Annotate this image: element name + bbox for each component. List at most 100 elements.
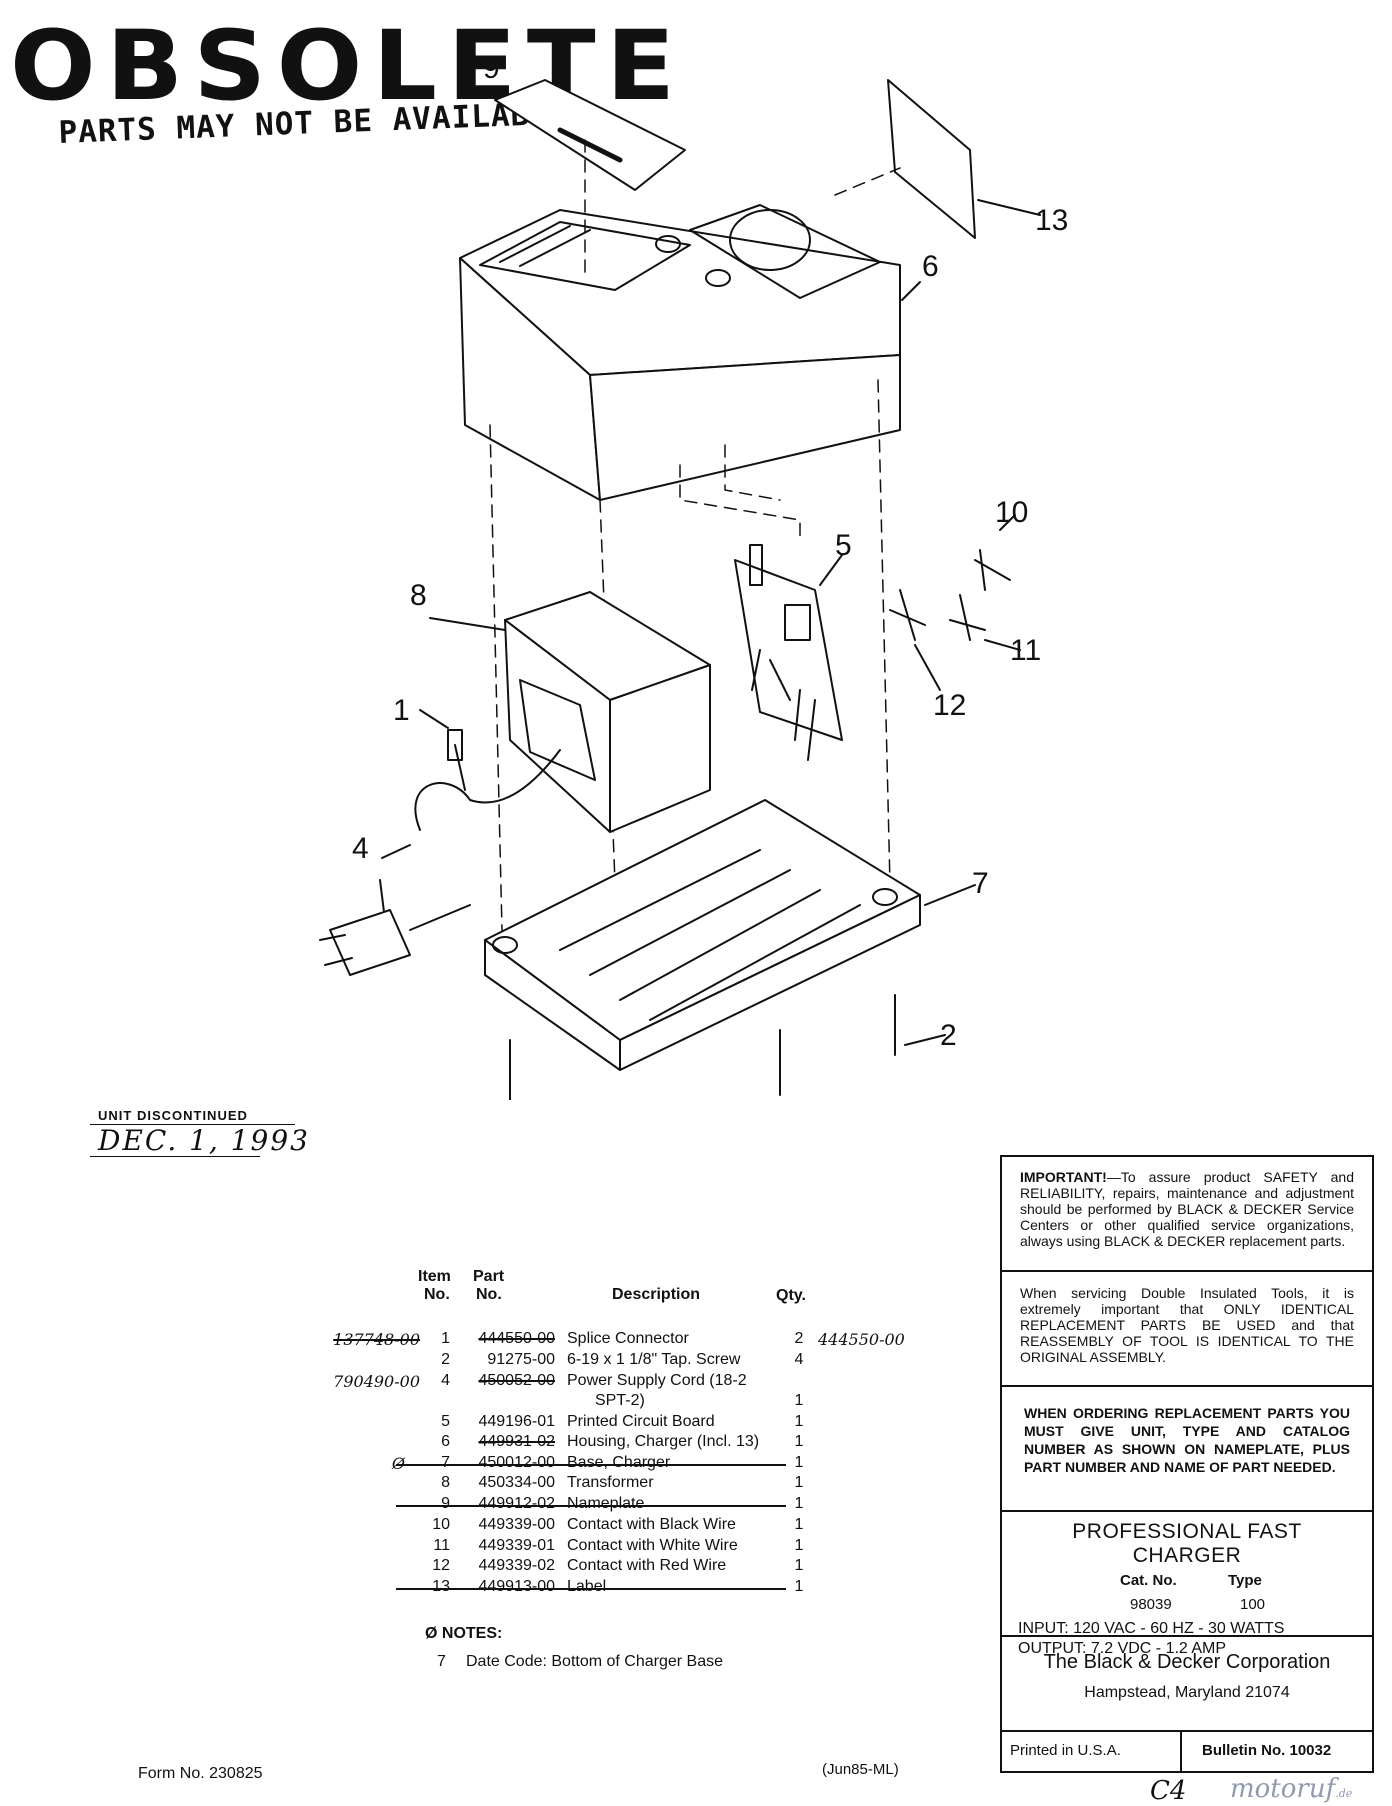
item-no: 10 — [432, 1516, 450, 1533]
qty: 1 — [794, 1516, 804, 1533]
description: Contact with Red Wire — [567, 1557, 727, 1574]
footer-divider — [1180, 1732, 1182, 1771]
transformer-part — [429, 591, 711, 833]
type-value: 100 — [1240, 1596, 1266, 1613]
important-lead: IMPORTANT! — [1020, 1169, 1107, 1185]
cat-no-value: 98039 — [1130, 1596, 1172, 1613]
part-no: 450052-00 — [478, 1372, 555, 1389]
qty: 1 — [794, 1392, 804, 1409]
item-no: 5 — [441, 1413, 450, 1430]
qty: 1 — [794, 1433, 804, 1450]
notes-text: Date Code: Bottom of Charger Base — [466, 1653, 724, 1670]
table-row: SPT-2) 1 — [270, 1392, 950, 1412]
callout-13: 13 — [1035, 204, 1068, 237]
qty: 1 — [794, 1578, 804, 1595]
important-notice: IMPORTANT!—To assure product SAFETY and … — [1002, 1157, 1372, 1272]
housing-part — [459, 204, 921, 501]
description: Printed Circuit Board — [567, 1413, 715, 1430]
table-row: 2 91275-00 6-19 x 1 1/8" Tap. Screw 4 — [270, 1351, 950, 1371]
part-no: 449913-00 — [478, 1578, 555, 1595]
form-number: Form No. 230825 — [138, 1765, 263, 1782]
company-name: The Black & Decker Corporation — [1043, 1651, 1331, 1673]
callout-2: 2 — [940, 1019, 957, 1052]
callout-8: 8 — [410, 579, 427, 612]
obsolete-marker: Ø — [391, 1454, 405, 1473]
table-row: 790490-00 4 450052-00 Power Supply Cord … — [270, 1372, 950, 1392]
ordering-text: WHEN ORDERING REPLACEMENT PARTS YOU MUST… — [1024, 1405, 1350, 1475]
handwritten-mark: C4 — [1150, 1776, 1187, 1806]
description: Contact with White Wire — [567, 1537, 738, 1554]
label-part — [887, 79, 1041, 239]
header-item: Item — [418, 1268, 451, 1285]
base-part — [484, 799, 976, 1071]
discontinued-date: DEC. 1, 1993 — [98, 1124, 310, 1157]
part-no: 449339-01 — [478, 1537, 555, 1554]
callout-4: 4 — [352, 832, 369, 865]
table-row: 137748-00 1 444550-00 Splice Connector 2… — [270, 1330, 950, 1350]
item-no: 1 — [441, 1330, 450, 1347]
callout-1: 1 — [393, 694, 410, 727]
handwritten-part-no: 137748-00 — [333, 1330, 420, 1349]
item-no: 12 — [432, 1557, 450, 1574]
item-no: 9 — [441, 1495, 450, 1512]
table-row: 11 449339-01 Contact with White Wire 1 — [270, 1537, 950, 1557]
callout-12: 12 — [933, 689, 966, 722]
header-description: Description — [612, 1286, 701, 1303]
description: 6-19 x 1 1/8" Tap. Screw — [567, 1351, 741, 1368]
important-text: —To assure product SAFETY and RELIABILIT… — [1020, 1169, 1354, 1249]
description: Base, Charger — [567, 1454, 671, 1471]
header-qty: Qty. — [776, 1287, 806, 1304]
qty: 1 — [794, 1413, 804, 1430]
item-no: 13 — [432, 1578, 450, 1595]
company-info: The Black & Decker Corporation Hampstead… — [1002, 1637, 1372, 1732]
discontinued-date-underline — [90, 1156, 260, 1157]
description: Transformer — [567, 1474, 654, 1491]
cat-no-label: Cat. No. — [1120, 1572, 1177, 1589]
type-label: Type — [1228, 1572, 1262, 1589]
product-title: PROFESSIONAL FAST CHARGER — [1072, 1520, 1302, 1567]
table-row: 9 449912-02 Nameplate 1 — [270, 1495, 950, 1515]
handwritten-replacement: 444550-00 — [818, 1330, 905, 1349]
header-item-no: No. — [424, 1286, 450, 1303]
header-part-no: No. — [476, 1286, 502, 1303]
unit-discontinued-label: UNIT DISCONTINUED — [98, 1108, 248, 1123]
description: Label — [567, 1578, 607, 1595]
table-row: 13 449913-00 Label 1 — [270, 1578, 950, 1598]
item-no: 11 — [433, 1537, 450, 1554]
header-part: Part — [473, 1268, 505, 1285]
part-no: 91275-00 — [487, 1351, 555, 1368]
notes-title: Ø NOTES: — [425, 1625, 503, 1642]
part-no: 450334-00 — [478, 1474, 555, 1491]
qty: 1 — [794, 1537, 804, 1554]
watermark-tld: .de — [1335, 1787, 1353, 1800]
part-no: 449912-02 — [478, 1495, 555, 1512]
handwritten-part-no: 790490-00 — [333, 1372, 420, 1391]
description-continued: SPT-2) — [595, 1392, 645, 1409]
date-code: (Jun85-ML) — [822, 1761, 899, 1778]
callout-9: 9 — [483, 52, 500, 85]
callout-5: 5 — [835, 529, 852, 562]
item-no: 6 — [441, 1433, 450, 1450]
description: Splice Connector — [567, 1330, 689, 1347]
watermark: motoruf.de — [1230, 1774, 1352, 1804]
screw-parts — [509, 994, 946, 1100]
description: Nameplate — [567, 1495, 645, 1512]
qty: 1 — [794, 1474, 804, 1491]
table-row: Ø 7 450012-00 Base, Charger 1 — [270, 1454, 950, 1474]
printed-in: Printed in U.S.A. — [1010, 1742, 1121, 1759]
input-rating: INPUT: 120 VAC - 60 HZ - 30 WATTS — [1018, 1620, 1285, 1637]
qty: 2 — [794, 1330, 804, 1347]
description: Power Supply Cord (18-2 — [567, 1372, 747, 1389]
part-no: 444550-00 — [478, 1330, 555, 1347]
discontinued-underline — [90, 1124, 295, 1125]
info-box: IMPORTANT!—To assure product SAFETY and … — [1000, 1155, 1374, 1773]
notes-item-no: 7 — [437, 1653, 446, 1670]
part-no: 450012-00 — [478, 1454, 555, 1471]
product-info: PROFESSIONAL FAST CHARGER Cat. No. Type … — [1002, 1512, 1372, 1657]
part-no: 449931-02 — [478, 1433, 555, 1450]
item-no: 4 — [441, 1372, 450, 1389]
part-no: 449196-01 — [478, 1413, 555, 1430]
callout-6: 6 — [922, 250, 939, 283]
qty: 1 — [794, 1454, 804, 1471]
description: Housing, Charger (Incl. 13) — [567, 1433, 760, 1450]
